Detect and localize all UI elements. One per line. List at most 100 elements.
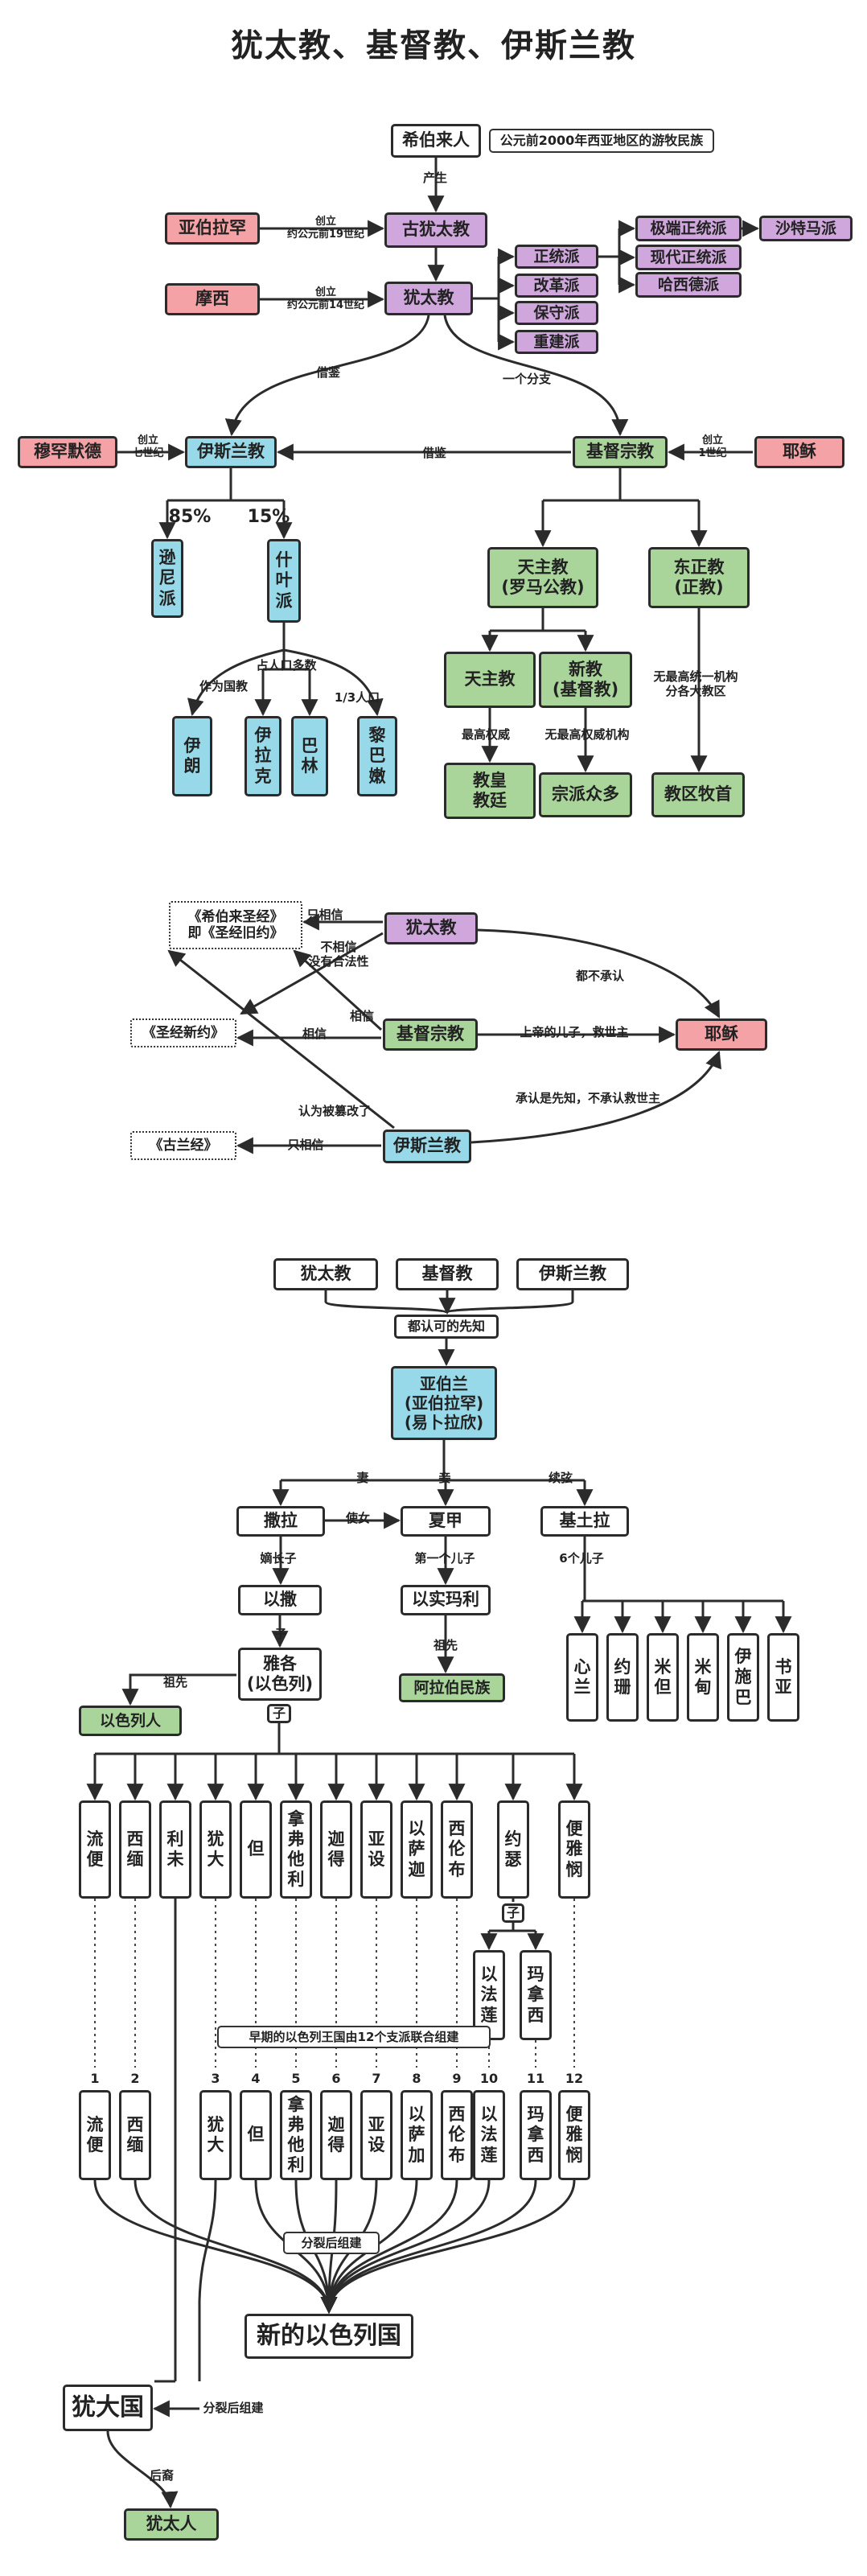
node-ishbak: 伊 施 巴 (727, 1633, 759, 1722)
connector-18 (443, 315, 629, 437)
tribe-bottom-manasseh: 玛 拿 西 (520, 2090, 552, 2180)
node-patriarch: 教区牧首 (651, 772, 745, 817)
label-remarried: 续弦 (548, 1471, 573, 1485)
node-judaism-3: 犹太教 (273, 1258, 378, 1290)
connector-118 (198, 2179, 217, 2302)
node-shuah: 书 亚 (767, 1633, 799, 1722)
connector-45 (240, 932, 384, 1015)
node-lebanon: 黎 巴 嫩 (357, 716, 397, 796)
label-ancestor-israel: 祖先 (162, 1675, 187, 1689)
label-eldest-son: 嫡长子 (260, 1551, 297, 1566)
tribe-bottom-gad: 迦 得 (320, 2090, 352, 2180)
label-borrow: 借鉴 (315, 365, 340, 380)
label-believe-hebrew-bible: 相信 (349, 1009, 374, 1023)
node-jokshan: 约 珊 (606, 1633, 639, 1722)
node-keturah: 基土拉 (540, 1506, 629, 1537)
tribe-bottom-reuben: 流 便 (79, 2090, 111, 2180)
tribe-number-2: 2 (130, 2071, 140, 2086)
node-son-jacob: 子 (267, 1704, 291, 1723)
node-islam-2: 伊斯兰教 (383, 1130, 471, 1163)
tribe-bottom-dan: 但 (240, 2090, 272, 2180)
tribe-bottom-judah: 犹 大 (199, 2090, 232, 2180)
label-majority: 占人口多数 (256, 658, 317, 673)
connector-46 (477, 928, 721, 1018)
node-ishmael: 以实玛利 (401, 1585, 491, 1615)
tribe-number-11: 11 (526, 2071, 545, 2086)
tribe-top-levi: 利 未 (159, 1800, 191, 1899)
connector-36 (283, 648, 384, 717)
label-state-religion: 作为国教 (199, 679, 248, 693)
tribe-number-9: 9 (452, 2071, 462, 2086)
tribe-top-dan: 但 (240, 1800, 272, 1899)
label-son-isaac: 子 (274, 1627, 287, 1641)
label-only-believe-islam: 只相信 (287, 1138, 324, 1152)
label-jesus-founded: 创立 1世纪 (698, 434, 727, 459)
node-hebrews: 希伯来人 (391, 124, 481, 158)
node-isaac: 以撒 (238, 1585, 322, 1615)
tribe-top-benjamin: 便 雅 悯 (558, 1800, 590, 1899)
tribe-top-naphtali: 拿 弗 他 利 (280, 1800, 312, 1899)
node-ancient-judaism: 古犹太教 (384, 212, 487, 248)
label-son-of-god: 上帝的儿子，救世主 (520, 1025, 629, 1039)
tribe-top-reuben: 流 便 (79, 1800, 111, 1899)
label-split-built-judah: 分裂后组建 (203, 2401, 264, 2415)
node-sunni: 逊 尼 派 (151, 539, 183, 618)
label-third: 1/3人口 (334, 690, 380, 705)
tribe-top-issachar: 以 萨 迦 (401, 1800, 433, 1899)
node-orthodox-judaism: 正统派 (515, 245, 598, 269)
node-common-prophet: 都认可的先知 (394, 1315, 499, 1339)
label-not-recognize: 都不承认 (575, 969, 624, 983)
tribe-top-zebulun: 西 伦 布 (441, 1800, 473, 1899)
tribe-number-3: 3 (211, 2071, 220, 2086)
connector-116 (320, 2179, 537, 2315)
node-zimran: 心 兰 (566, 1633, 598, 1722)
node-christianity: 基督宗教 (573, 436, 668, 468)
label-no-highest-authority: 无最高权威机构 (544, 727, 630, 742)
node-son-joseph: 子 (502, 1903, 524, 1923)
node-islam-3: 伊斯兰教 (516, 1258, 629, 1290)
node-eastern-orthodox: 东正教 (正教) (648, 547, 750, 608)
node-judaism-2: 犹太教 (384, 912, 478, 944)
node-hagar: 夏甲 (401, 1506, 491, 1537)
tribe-top-judah: 犹 大 (199, 1800, 232, 1899)
label-moses-founded: 创立 约公元前14世纪 (286, 286, 365, 311)
tribe-top-gad: 迦 得 (320, 1800, 352, 1899)
label-one-branch: 一个分支 (502, 372, 551, 386)
node-medan: 米 但 (647, 1633, 679, 1722)
label-not-believe: 不相信 没有合法性 (308, 940, 369, 969)
node-many-denominations: 宗派众多 (539, 772, 632, 817)
connector-108 (134, 2179, 338, 2315)
node-abraham: 亚伯拉罕 (165, 212, 260, 245)
tribe-number-1: 1 (90, 2071, 100, 2086)
node-moses: 摩西 (165, 283, 260, 315)
node-bahrain: 巴 林 (291, 716, 328, 796)
node-christianity-2: 基督宗教 (383, 1018, 478, 1051)
node-new-testament: 《圣经新约》 (130, 1018, 236, 1047)
label-abraham-founded: 创立 约公元前19世纪 (286, 216, 365, 241)
node-jews: 犹太人 (124, 2508, 219, 2541)
label-produce: 产生 (422, 171, 447, 185)
connector-31 (187, 648, 285, 717)
connector-17 (224, 315, 430, 437)
label-tampered: 认为被篡改了 (298, 1104, 371, 1118)
connector-75 (121, 1673, 236, 1706)
node-iran: 伊 朗 (172, 716, 212, 796)
tribe-bottom-ephraim: 以 法 莲 (473, 2090, 505, 2180)
tribe-bottom-simeon: 西 缅 (119, 2090, 151, 2180)
label-borrow-christianity: 借鉴 (421, 446, 446, 460)
connector-117 (320, 2179, 576, 2315)
node-protestant: 新教 (基督教) (539, 652, 632, 708)
tribe-number-6: 6 (331, 2071, 341, 2086)
note-split-built: 分裂后组建 (283, 2232, 380, 2254)
node-reform-judaism: 改革派 (515, 274, 598, 298)
label-first-son: 第一个儿子 (414, 1551, 475, 1566)
node-sarah: 撒拉 (236, 1506, 325, 1537)
connector-50 (470, 1051, 721, 1144)
node-judah-kingdom: 犹大国 (63, 2385, 153, 2431)
tribe-number-10: 10 (479, 2071, 499, 2086)
tribe-top-asher: 亚 设 (360, 1800, 392, 1899)
label-descendants: 后裔 (149, 2468, 174, 2483)
tribe-number-12: 12 (565, 2071, 584, 2086)
node-catholic-roman: 天主教 (罗马公教) (487, 547, 598, 608)
